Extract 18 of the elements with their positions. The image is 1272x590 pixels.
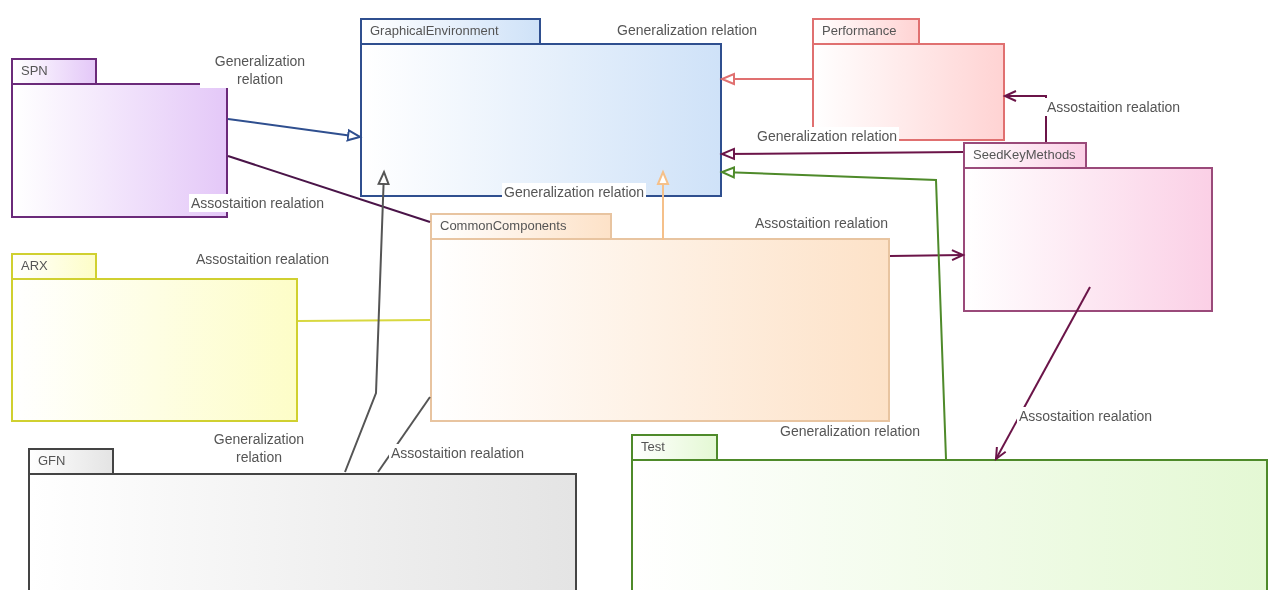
connector-arrow	[227, 118, 361, 142]
package-tab: ARX	[11, 253, 97, 278]
package-tab: GFN	[28, 448, 114, 473]
connector-arrow	[721, 166, 947, 460]
package-tab: SeedKeyMethods	[963, 142, 1087, 167]
edge-label: Assostaition realation	[1045, 98, 1183, 116]
connector-arrow	[889, 249, 964, 262]
edge-label: Assostaition realation	[189, 194, 327, 212]
edge-label: Assostaition realation	[1017, 407, 1155, 425]
package-tab: CommonComponents	[430, 213, 612, 238]
package-tab: Performance	[812, 18, 920, 43]
connector-arrow	[995, 286, 1091, 460]
package-tab: GraphicalEnvironment	[360, 18, 541, 43]
connector-arrow	[344, 171, 390, 473]
package-tab: Test	[631, 434, 718, 459]
package-tab: SPN	[11, 58, 97, 83]
connector-arrow	[657, 171, 669, 241]
connector-arrow	[721, 73, 813, 85]
